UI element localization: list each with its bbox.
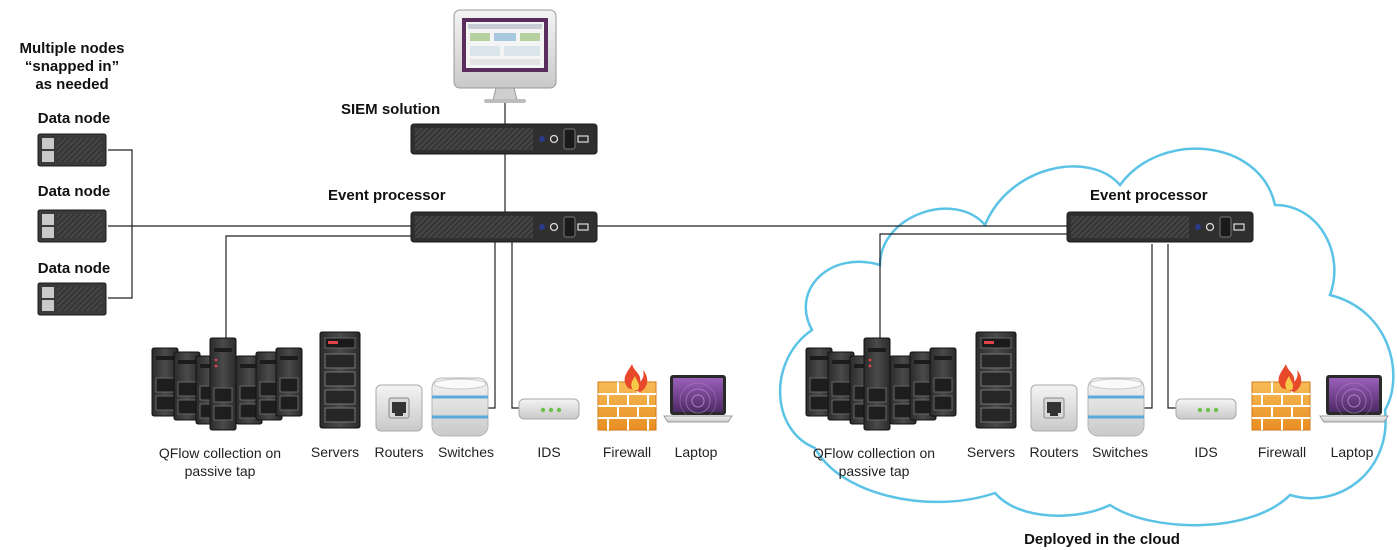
laptop-icon [663,374,733,423]
monitor-icon [453,9,557,103]
firewall-label: Firewall [602,444,652,460]
switch-icon [1086,376,1146,438]
firewall-icon [1251,363,1311,431]
cloud-event-processor-appliance-icon [1066,211,1254,243]
cloud-event-processor-label: Event processor [1090,187,1208,204]
router-icon [375,384,423,432]
siem-appliance-icon [410,123,598,155]
servers-label: Servers [310,444,360,460]
firewall-icon [597,363,657,431]
multiple-nodes-line-3: as needed [35,76,109,93]
data-node-icon [37,133,107,167]
laptop-label: Laptop [1330,444,1374,460]
qflow-label-line-1: QFlow collection on [812,445,936,461]
multiple-nodes-line-1: Multiple nodes [19,40,125,57]
data-node-label: Data node [37,260,111,277]
data-node-label: Data node [37,183,111,200]
server-rack-icon [319,331,361,429]
switch-icon [430,376,490,438]
deployed-in-cloud-label: Deployed in the cloud [1024,531,1180,548]
connector-lines [108,97,1178,409]
ids-label: IDS [537,444,561,460]
event-processor-appliance-icon [410,211,598,243]
qflow-cluster-icon [806,338,956,430]
multiple-nodes-label: Multiple nodes “snapped in” as needed [20,40,125,94]
switches-label: Switches [437,444,495,460]
ids-icon [1175,398,1237,420]
firewall-label: Firewall [1257,444,1307,460]
ids-icon [518,398,580,420]
data-node-icon [37,209,107,243]
routers-label: Routers [1029,444,1079,460]
servers-label: Servers [966,444,1016,460]
siem-solution-label: SIEM solution [341,101,441,118]
data-node-label: Data node [37,110,111,127]
laptop-icon [1319,374,1389,423]
multiple-nodes-line-2: “snapped in” [24,58,120,75]
laptop-label: Laptop [674,444,718,460]
ids-label: IDS [1194,444,1218,460]
switches-label: Switches [1091,444,1149,460]
data-node-icon [37,282,107,316]
cloud-icon [778,147,1395,527]
routers-label: Routers [374,444,424,460]
server-rack-icon [975,331,1017,429]
event-processor-label: Event processor [328,187,446,204]
qflow-label-line-2: passive tap [184,463,256,479]
qflow-label-line-2: passive tap [838,463,910,479]
qflow-cluster-icon [152,338,302,430]
qflow-label: QFlow collection on passive tap [159,444,281,480]
router-icon [1030,384,1078,432]
qflow-label-line-1: QFlow collection on [158,445,282,461]
qflow-label: QFlow collection on passive tap [813,444,935,480]
